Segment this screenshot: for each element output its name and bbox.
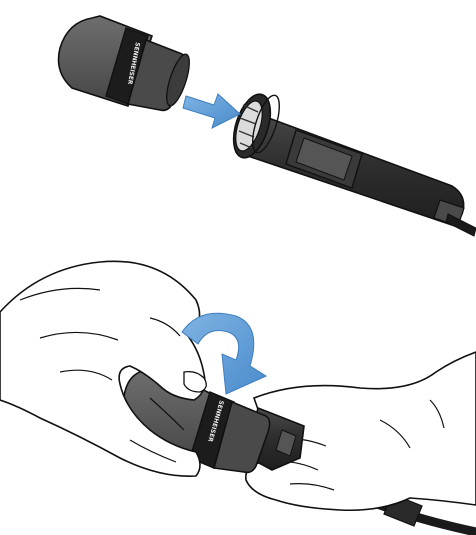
bottom-step: SENNHEISER [0, 261, 476, 532]
top-step: SENNHEISER [59, 16, 476, 236]
attach-arrow [183, 94, 240, 128]
mic-capsule-top: SENNHEISER [59, 16, 194, 110]
mic-handle-top [227, 90, 476, 236]
